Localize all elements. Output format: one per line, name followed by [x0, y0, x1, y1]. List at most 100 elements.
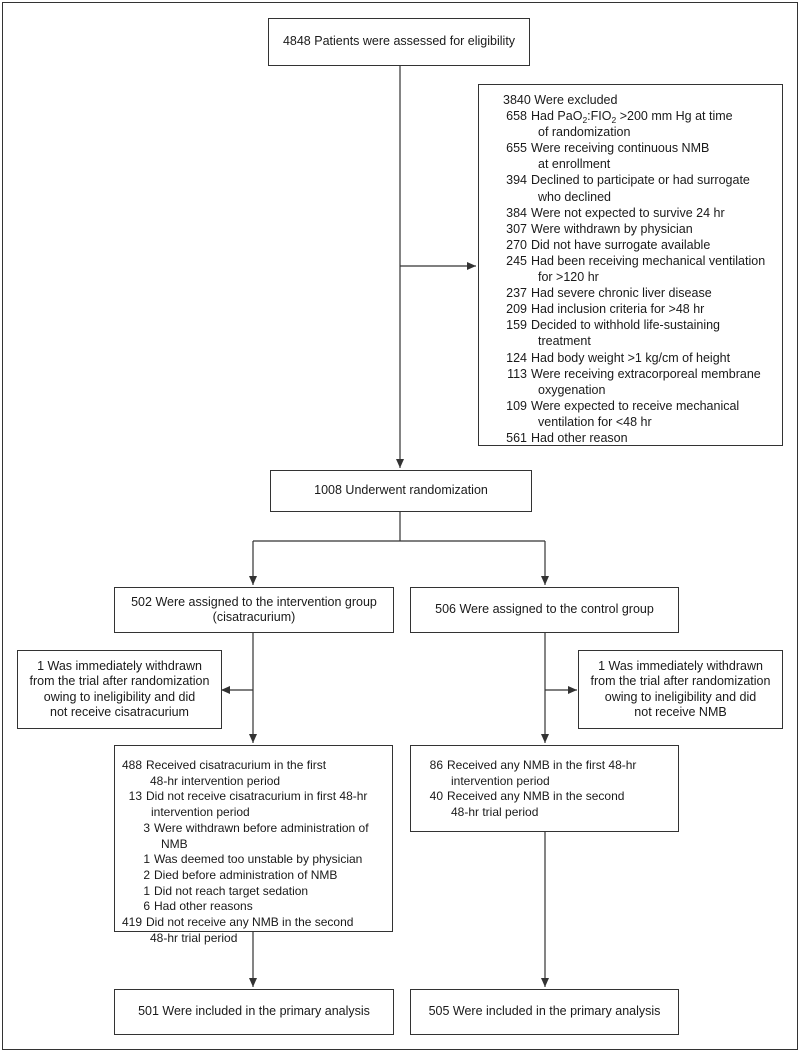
exclusion-reason: 655 Were receiving continuous NMB at enr…: [503, 140, 782, 172]
exclusion-reason-text: Were receiving continuous NMB at enrollm…: [531, 141, 710, 172]
exclusion-reason-text: Had inclusion criteria for >48 hr: [531, 302, 705, 317]
exclusion-reason-count: 655: [506, 141, 527, 156]
treatment-item-count: 419: [121, 915, 142, 930]
excluded-box: 3840 Were excluded 658 Had PaO2:FIO2 >20…: [478, 84, 783, 446]
exclusion-reason-count: 245: [506, 253, 527, 268]
exclusion-reason-count: 113: [507, 366, 527, 381]
exclusion-reason-count: 124: [506, 350, 527, 365]
exclusion-reason: 394 Declined to participate or had surro…: [503, 172, 782, 204]
exclusion-reason-text: Had other reason: [531, 430, 628, 445]
excluded-count: 3840: [503, 93, 531, 107]
treatment-subitem: 1 Was deemed too unstable by physician: [115, 852, 392, 868]
treatment-subitem: 6 Had other reasons: [115, 899, 392, 915]
control-assigned-box: 506 Were assigned to the control group: [410, 587, 679, 633]
treatment-item: 40 Received any NMB in the second 48-hr …: [425, 789, 678, 820]
exclusion-reason-count: 109: [506, 398, 527, 413]
control-withdrawn-line: from the trial after randomization: [590, 674, 771, 688]
randomization-box: 1008 Underwent randomization: [270, 470, 532, 512]
exclusion-reason-count: 237: [506, 286, 527, 301]
treatment-item-count: 1: [143, 883, 150, 898]
exclusion-reason-count: 209: [506, 302, 527, 317]
intervention-analysis-text: 501 Were included in the primary analysi…: [138, 1004, 370, 1019]
screening-text: 4848 Patients were assessed for eligibil…: [283, 34, 515, 50]
exclusion-reason-text: Had severe chronic liver disease: [531, 286, 712, 301]
exclusion-reason-count: 658: [506, 109, 527, 124]
treatment-subitem: 2 Died before administration of NMB: [115, 868, 392, 884]
exclusion-reason: 245 Had been receiving mechanical ventil…: [503, 253, 782, 285]
treatment-item-text: Did not receive cisatracurium in first 4…: [146, 789, 368, 820]
exclusion-reason: 159 Decided to withhold life-sustaining …: [503, 317, 782, 349]
treatment-item-count: 2: [143, 867, 150, 882]
exclusion-reason-text: Had PaO2:FIO2 >200 mm Hg at time of rand…: [531, 109, 733, 140]
treatment-item-count: 86: [429, 758, 443, 772]
treatment-item-count: 488: [121, 758, 142, 772]
treatment-item-count: 1: [143, 852, 150, 867]
exclusion-reason: 209 Had inclusion criteria for >48 hr: [503, 301, 782, 317]
treatment-item-text: Received any NMB in the second 48-hr tri…: [447, 789, 625, 820]
exclusion-reason: 270 Did not have surrogate available: [503, 237, 782, 253]
screening-count: 4848: [282, 34, 311, 49]
control-assigned-text: 506 Were assigned to the control group: [435, 602, 654, 617]
screening-box: 4848 Patients were assessed for eligibil…: [268, 18, 530, 66]
treatment-item-text: Did not reach target sedation: [154, 883, 309, 898]
treatment-item-text: Had other reasons: [154, 899, 253, 914]
exclusion-reason-text: Had been receiving mechanical ventilatio…: [531, 253, 766, 285]
exclusion-reason-text: Declined to participate or had surrogate…: [531, 173, 750, 204]
treatment-item-count: 40: [429, 789, 443, 804]
exclusion-reason-text: Had body weight >1 kg/cm of height: [531, 350, 731, 365]
randomization-count: 1008: [314, 483, 342, 498]
intervention-analysis-box: 501 Were included in the primary analysi…: [114, 989, 394, 1035]
exclusion-reason-count: 384: [506, 205, 527, 220]
exclusion-reason-text: Were not expected to survive 24 hr: [531, 205, 725, 220]
treatment-item: 86 Received any NMB in the first 48-hr i…: [425, 758, 678, 789]
exclusion-reason-text: Were withdrawn by physician: [531, 221, 693, 236]
exclusion-reason-text: Decided to withhold life-sustaining trea…: [531, 318, 720, 349]
exclusion-reason-text: Were receiving extracorporeal membrane o…: [531, 366, 761, 397]
intervention-assigned-text: 502 Were assigned to the intervention gr…: [131, 594, 377, 609]
intervention-withdrawn-box: 1 Was immediately withdrawn from the tri…: [17, 650, 222, 729]
exclusion-reason-count: 561: [506, 430, 527, 445]
treatment-subitem: 3 Were withdrawn before administration o…: [115, 821, 392, 852]
treatment-item-count: 6: [143, 899, 150, 914]
treatment-item-text: Did not receive any NMB in the second 48…: [146, 915, 354, 945]
intervention-withdrawn-line: not receive cisatracurium: [50, 705, 189, 719]
control-withdrawn-line: owing to ineligibility and did: [604, 689, 757, 704]
treatment-item-text: Was deemed too unstable by physician: [154, 852, 363, 867]
randomization-text: 1008 Underwent randomization: [314, 483, 488, 499]
treatment-item: 13 Did not receive cisatracurium in firs…: [115, 789, 392, 820]
exclusion-reason: 113 Were receiving extracorporeal membra…: [503, 366, 782, 398]
control-analysis-text: 505 Were included in the primary analysi…: [428, 1004, 661, 1019]
control-withdrawn-line: not receive NMB: [634, 705, 727, 719]
treatment-subitem: 1 Did not reach target sedation: [115, 884, 392, 900]
exclusion-reason: 109 Were expected to receive mechanical …: [503, 398, 782, 430]
exclusion-reason-count: 394: [506, 173, 527, 188]
treatment-item-text: Received any NMB in the first 48-hr inte…: [447, 758, 637, 788]
treatment-item-text: Received cisatracurium in the first 48-h…: [146, 758, 327, 788]
treatment-item-text: Died before administration of NMB: [154, 867, 338, 882]
intervention-treatment-box: 488 Received cisatracurium in the first …: [114, 745, 393, 945]
treatment-item-text: Were withdrawn before administration of …: [154, 820, 369, 851]
exclusion-reason-count: 159: [506, 318, 527, 333]
intervention-withdrawn-line: from the trial after randomization: [29, 674, 210, 688]
exclusion-reason: 561 Had other reason: [503, 430, 782, 446]
exclusion-reason: 384 Were not expected to survive 24 hr: [503, 205, 782, 221]
treatment-item: 488 Received cisatracurium in the first …: [115, 758, 392, 789]
treatment-item-count: 13: [128, 789, 142, 804]
excluded-heading-text: Were excluded: [534, 93, 618, 107]
exclusion-reason: 658 Had PaO2:FIO2 >200 mm Hg at time of …: [503, 108, 782, 140]
excluded-heading: 3840 Were excluded: [503, 92, 782, 108]
exclusion-reason: 237 Had severe chronic liver disease: [503, 285, 782, 301]
exclusion-reason: 307 Were withdrawn by physician: [503, 221, 782, 237]
exclusion-reason-text: Were expected to receive mechanical vent…: [531, 398, 740, 429]
randomization-label: Underwent randomization: [345, 483, 488, 498]
intervention-withdrawn-line: 1 Was immediately withdrawn: [37, 658, 202, 673]
intervention-assigned-box: 502 Were assigned to the intervention gr…: [114, 587, 394, 633]
treatment-item-count: 3: [143, 820, 150, 835]
control-withdrawn-line: 1 Was immediately withdrawn: [598, 658, 763, 673]
treatment-item: 419 Did not receive any NMB in the secon…: [115, 915, 392, 946]
control-analysis-box: 505 Were included in the primary analysi…: [410, 989, 679, 1035]
control-withdrawn-box: 1 Was immediately withdrawn from the tri…: [578, 650, 783, 729]
intervention-withdrawn-line: owing to ineligibility and did: [43, 689, 196, 704]
